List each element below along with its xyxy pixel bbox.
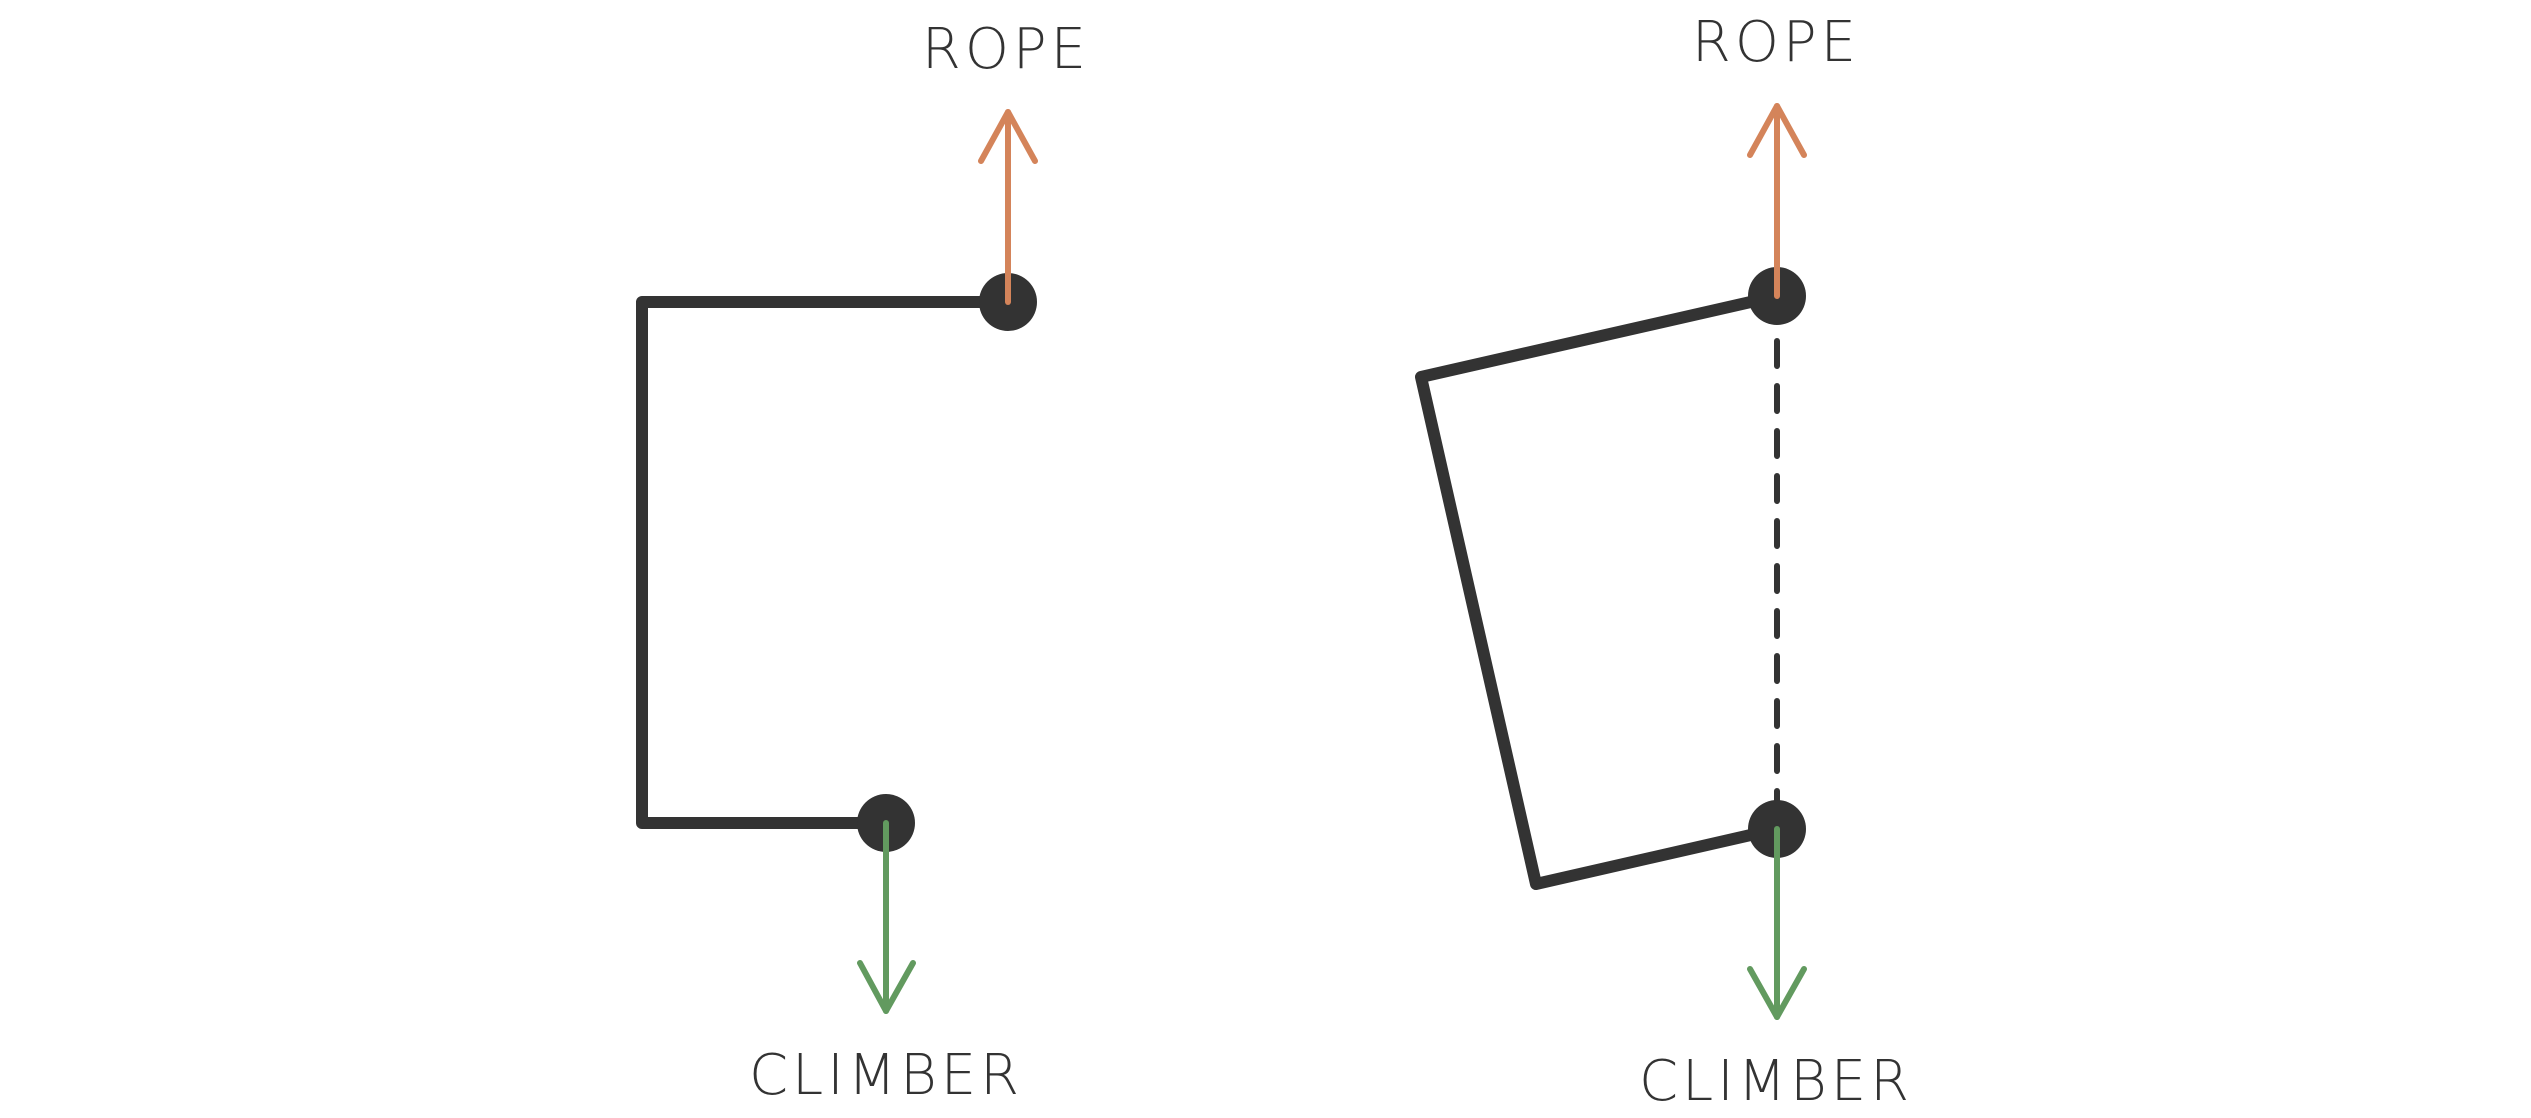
left-climber-arrow <box>857 820 916 1014</box>
right-rope-arrow <box>1747 103 1807 299</box>
left-rope-label: ROPE <box>922 17 1090 82</box>
right-diagram: ROPE CLIMBER <box>1415 10 1913 1114</box>
right-climber-arrow <box>1747 826 1807 1020</box>
right-rope-label: ROPE <box>1692 10 1860 75</box>
right-rope-path <box>1415 290 1783 890</box>
left-climber-label: CLIMBER <box>749 1043 1023 1108</box>
left-rope-path <box>636 296 1014 829</box>
left-diagram: ROPE CLIMBER <box>636 17 1090 1108</box>
left-rope-arrow <box>978 109 1038 305</box>
right-climber-label: CLIMBER <box>1639 1049 1913 1114</box>
